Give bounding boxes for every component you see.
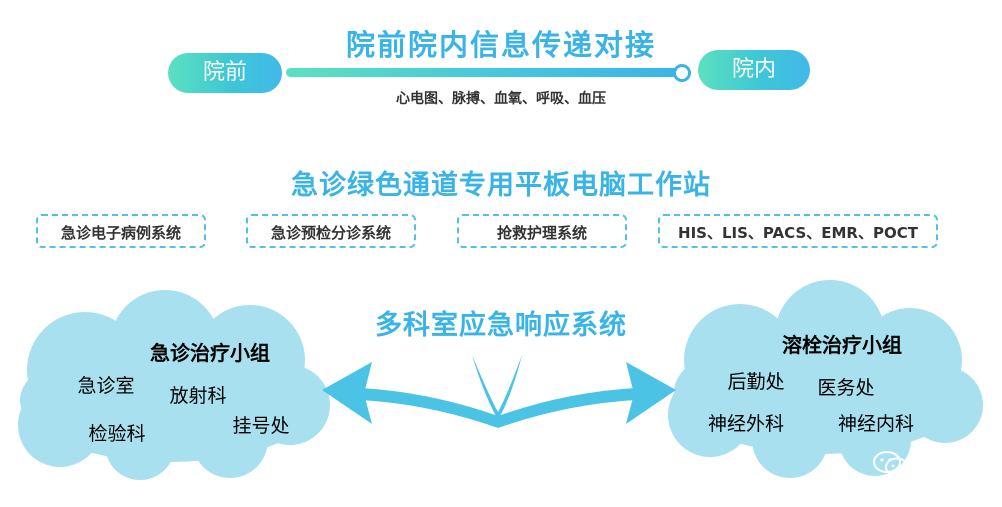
left-item-registration: 挂号处 (232, 415, 289, 437)
arrow-highlight (477, 359, 517, 409)
left-cloud-heading: 急诊治疗小组 (150, 341, 270, 365)
right-cloud-heading: 溶栓治疗小组 (782, 333, 902, 357)
connector-endpoint (673, 64, 691, 82)
watermark: 创星 (872, 448, 960, 480)
wechat-icon (873, 451, 909, 477)
left-item-lab: 检验科 (88, 423, 145, 445)
left-cloud (18, 290, 330, 480)
right-item-logistics: 后勤处 (727, 371, 784, 393)
right-item-neurosurgery: 神经外科 (708, 413, 784, 435)
double-arrow (322, 355, 676, 428)
left-item-radiology: 放射科 (169, 385, 226, 407)
workstation-title: 急诊绿色通道专用平板电脑工作站 (291, 170, 711, 201)
pre-hospital-pill: 院前 (168, 53, 282, 93)
watermark-text: 创星 (916, 454, 961, 479)
response-title: 多科室应急响应系统 (375, 310, 627, 341)
right-item-neurology: 神经内科 (838, 413, 914, 435)
left-item-er: 急诊室 (77, 375, 134, 397)
right-item-medical-affairs: 医务处 (817, 377, 874, 399)
system-box-emr: 急诊电子病例系统 (36, 214, 206, 248)
system-box-his: HIS、LIS、PACS、EMR、POCT (658, 214, 938, 248)
connector-line (286, 68, 678, 77)
right-cloud (668, 280, 983, 478)
in-hospital-pill: 院内 (698, 50, 810, 90)
top-title: 院前院内信息传递对接 (345, 28, 656, 62)
system-box-nursing: 抢救护理系统 (457, 214, 627, 248)
vitals-text: 心电图、脉搏、血氧、呼吸、血压 (396, 91, 606, 107)
system-box-triage: 急诊预检分诊系统 (246, 214, 416, 248)
